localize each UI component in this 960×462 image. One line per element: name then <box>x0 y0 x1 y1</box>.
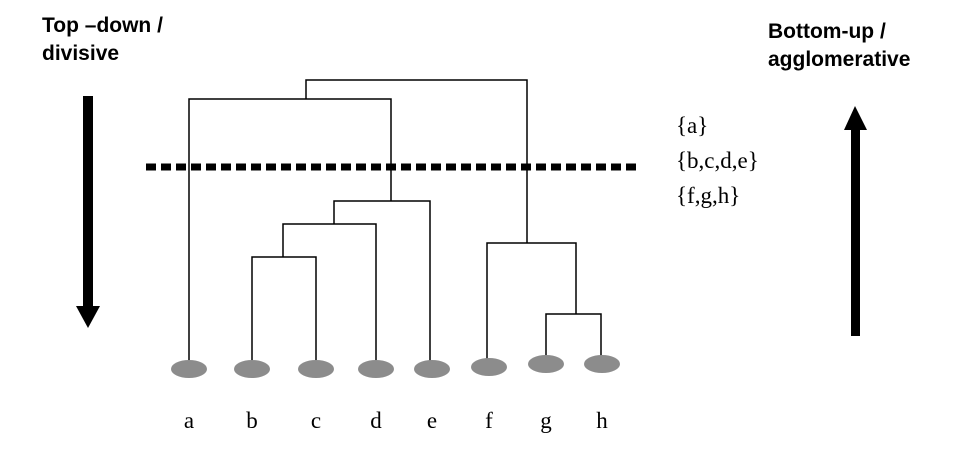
leaf-node-c <box>298 360 334 378</box>
leaf-label-d: d <box>370 408 382 433</box>
top-down-caption-line1: Top –down / <box>42 14 163 37</box>
top-down-caption-line2: divisive <box>42 42 120 65</box>
leaf-label-e: e <box>427 408 437 433</box>
cluster-bcde: {b,c,d,e} <box>676 148 759 173</box>
leaf-node-f <box>471 358 507 376</box>
leaf-label-h: h <box>596 408 608 433</box>
cluster-a: {a} <box>676 113 709 138</box>
leaf-node-e <box>414 360 450 378</box>
leaf-node-b <box>234 360 270 378</box>
top-down-caption: Top –down / divisive <box>42 12 163 68</box>
leaf-node-h <box>584 355 620 373</box>
leaf-label-b: b <box>246 408 258 433</box>
cluster-list: {a} {b,c,d,e} {f,g,h} <box>676 108 759 213</box>
leaf-node-g <box>528 355 564 373</box>
bottom-up-caption-line2: agglomerative <box>768 48 911 71</box>
leaf-nodes: a b c d e f g h <box>171 355 620 433</box>
dendrogram-links <box>188 79 602 362</box>
leaf-node-d <box>358 360 394 378</box>
down-arrow-icon <box>76 96 100 328</box>
bottom-up-caption-line1: Bottom-up / <box>768 20 886 43</box>
leaf-label-g: g <box>540 408 552 433</box>
leaf-label-c: c <box>311 408 321 433</box>
cluster-fgh: {f,g,h} <box>676 183 741 208</box>
up-arrow-icon <box>844 106 867 336</box>
bottom-up-caption: Bottom-up / agglomerative <box>768 18 910 74</box>
leaf-label-a: a <box>184 408 194 433</box>
leaf-node-a <box>171 360 207 378</box>
leaf-label-f: f <box>485 408 493 433</box>
